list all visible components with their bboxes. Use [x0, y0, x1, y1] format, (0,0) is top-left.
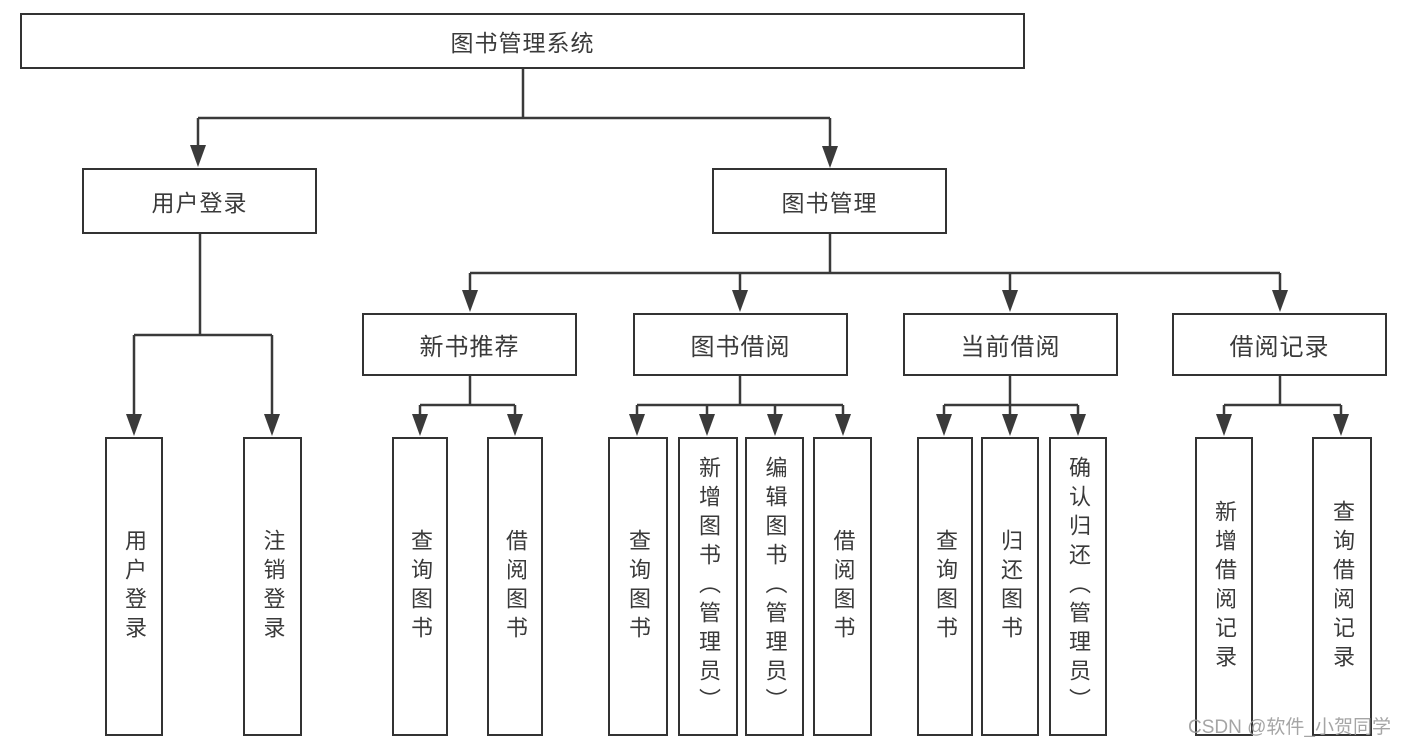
- leaf-recommend-query-books-label: 查询图书: [408, 528, 433, 645]
- arrow-down-icon: [1272, 290, 1288, 312]
- arrow-down-icon: [835, 414, 851, 436]
- node-borrowing-records: 借阅记录: [1172, 313, 1387, 376]
- node-new-book-recommend: 新书推荐: [362, 313, 577, 376]
- arrowheads: [126, 145, 1349, 436]
- arrow-down-icon: [264, 414, 280, 436]
- arrow-down-icon: [1002, 414, 1018, 436]
- arrow-down-icon: [190, 145, 206, 167]
- leaf-borrowing-add-books-admin: 新增图书（管理员）: [678, 437, 738, 736]
- arrow-down-icon: [1002, 290, 1018, 312]
- leaf-user-login-label: 用户登录: [122, 528, 147, 645]
- node-new-book-recommend-label: 新书推荐: [419, 334, 520, 361]
- node-borrowing-records-label: 借阅记录: [1229, 334, 1330, 361]
- node-current-borrowing: 当前借阅: [903, 313, 1118, 376]
- node-book-management-label: 图书管理: [781, 190, 878, 216]
- node-user-login-label: 用户登录: [151, 190, 248, 216]
- leaf-borrowing-borrow-books-label: 借阅图书: [830, 528, 856, 645]
- leaf-recommend-query-books: 查询图书: [392, 437, 448, 736]
- leaf-borrowing-edit-books-admin: 编辑图书（管理员）: [745, 437, 804, 736]
- leaf-current-return-books-label: 归还图书: [998, 528, 1023, 645]
- leaf-current-query-books: 查询图书: [917, 437, 973, 736]
- leaf-borrowing-edit-books-admin-label: 编辑图书（管理员）: [762, 456, 788, 717]
- leaf-borrowing-add-books-admin-label: 新增图书（管理员）: [696, 456, 721, 717]
- arrow-down-icon: [1070, 414, 1086, 436]
- leaf-current-return-books: 归还图书: [981, 437, 1039, 736]
- leaf-borrowing-query-books-label: 查询图书: [626, 528, 651, 645]
- arrow-down-icon: [699, 414, 715, 436]
- leaf-records-add-record: 新增借阅记录: [1195, 437, 1253, 736]
- leaf-records-query-record-label: 查询借阅记录: [1330, 499, 1355, 674]
- arrow-down-icon: [822, 146, 838, 168]
- leaf-records-query-record: 查询借阅记录: [1312, 437, 1372, 736]
- leaf-current-confirm-return-admin: 确认归还（管理员）: [1049, 437, 1107, 736]
- connector-lines: [132, 69, 1343, 418]
- node-current-borrowing-label: 当前借阅: [960, 334, 1061, 361]
- node-user-login: 用户登录: [82, 168, 317, 234]
- leaf-logout: 注销登录: [243, 437, 302, 736]
- arrow-down-icon: [936, 414, 952, 436]
- arrow-down-icon: [462, 290, 478, 312]
- node-root-label: 图书管理系统: [450, 30, 595, 56]
- node-book-borrowing: 图书借阅: [633, 313, 848, 376]
- arrow-down-icon: [732, 290, 748, 312]
- leaf-user-login: 用户登录: [105, 437, 163, 736]
- arrow-down-icon: [1333, 414, 1349, 436]
- leaf-borrowing-borrow-books: 借阅图书: [813, 437, 872, 736]
- csdn-watermark: CSDN @软件_小贺同学: [1188, 717, 1391, 738]
- leaf-recommend-borrow-books-label: 借阅图书: [503, 528, 528, 645]
- arrow-down-icon: [767, 414, 783, 436]
- leaf-current-query-books-label: 查询图书: [933, 528, 958, 645]
- leaf-borrowing-query-books: 查询图书: [608, 437, 668, 736]
- arrow-down-icon: [126, 414, 142, 436]
- node-book-borrowing-label: 图书借阅: [690, 334, 791, 361]
- node-root: 图书管理系统: [20, 13, 1025, 69]
- arrow-down-icon: [507, 414, 523, 436]
- leaf-records-add-record-label: 新增借阅记录: [1212, 499, 1237, 674]
- arrow-down-icon: [1216, 414, 1232, 436]
- node-book-management: 图书管理: [712, 168, 947, 234]
- leaf-logout-label: 注销登录: [260, 528, 286, 645]
- arrow-down-icon: [629, 414, 645, 436]
- arrow-down-icon: [412, 414, 428, 436]
- leaf-recommend-borrow-books: 借阅图书: [487, 437, 543, 736]
- leaf-current-confirm-return-admin-label: 确认归还（管理员）: [1066, 456, 1091, 717]
